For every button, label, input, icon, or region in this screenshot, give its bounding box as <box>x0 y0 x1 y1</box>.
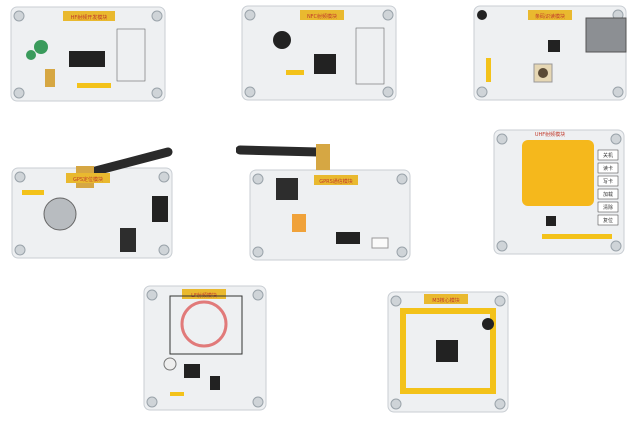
core-board: M3核心模块 <box>384 288 514 418</box>
uhf-key-3: 加载 <box>603 191 613 198</box>
uhf-key-2: 写卡 <box>603 178 613 185</box>
hf-rfid-board: HF射频开发模块 <box>7 5 169 105</box>
gprs-title: GPRS通信模块 <box>319 178 353 185</box>
lf-board: LF射频模块 <box>140 284 270 414</box>
nfc-board: NFC射频模块 <box>238 4 400 104</box>
gprs-board: GPRS通信模块 <box>236 140 416 264</box>
uhf-key-5: 复位 <box>603 217 613 224</box>
nfc-title: NFC射频模块 <box>307 13 337 20</box>
uhf-key-0: 关机 <box>603 152 613 159</box>
hf-title: HF射频开发模块 <box>71 14 108 21</box>
uhf-key-4: 清除 <box>603 204 613 211</box>
barcode-scanner-board: 条码识读模块 <box>470 4 630 104</box>
gps-title: GPS定位模块 <box>73 176 103 183</box>
uhf-title: UHF射频模块 <box>535 131 565 138</box>
uhf-board: UHF射频模块 关机 读卡 写卡 加载 清除 复位 <box>490 128 630 258</box>
uhf-key-1: 读卡 <box>603 165 613 172</box>
scanner-title: 条码识读模块 <box>535 13 565 20</box>
uhf-key-labels: 关机 读卡 写卡 加载 清除 复位 <box>597 149 619 226</box>
gps-board: GPS定位模块 <box>8 142 176 262</box>
core-title: M3核心模块 <box>432 297 460 304</box>
